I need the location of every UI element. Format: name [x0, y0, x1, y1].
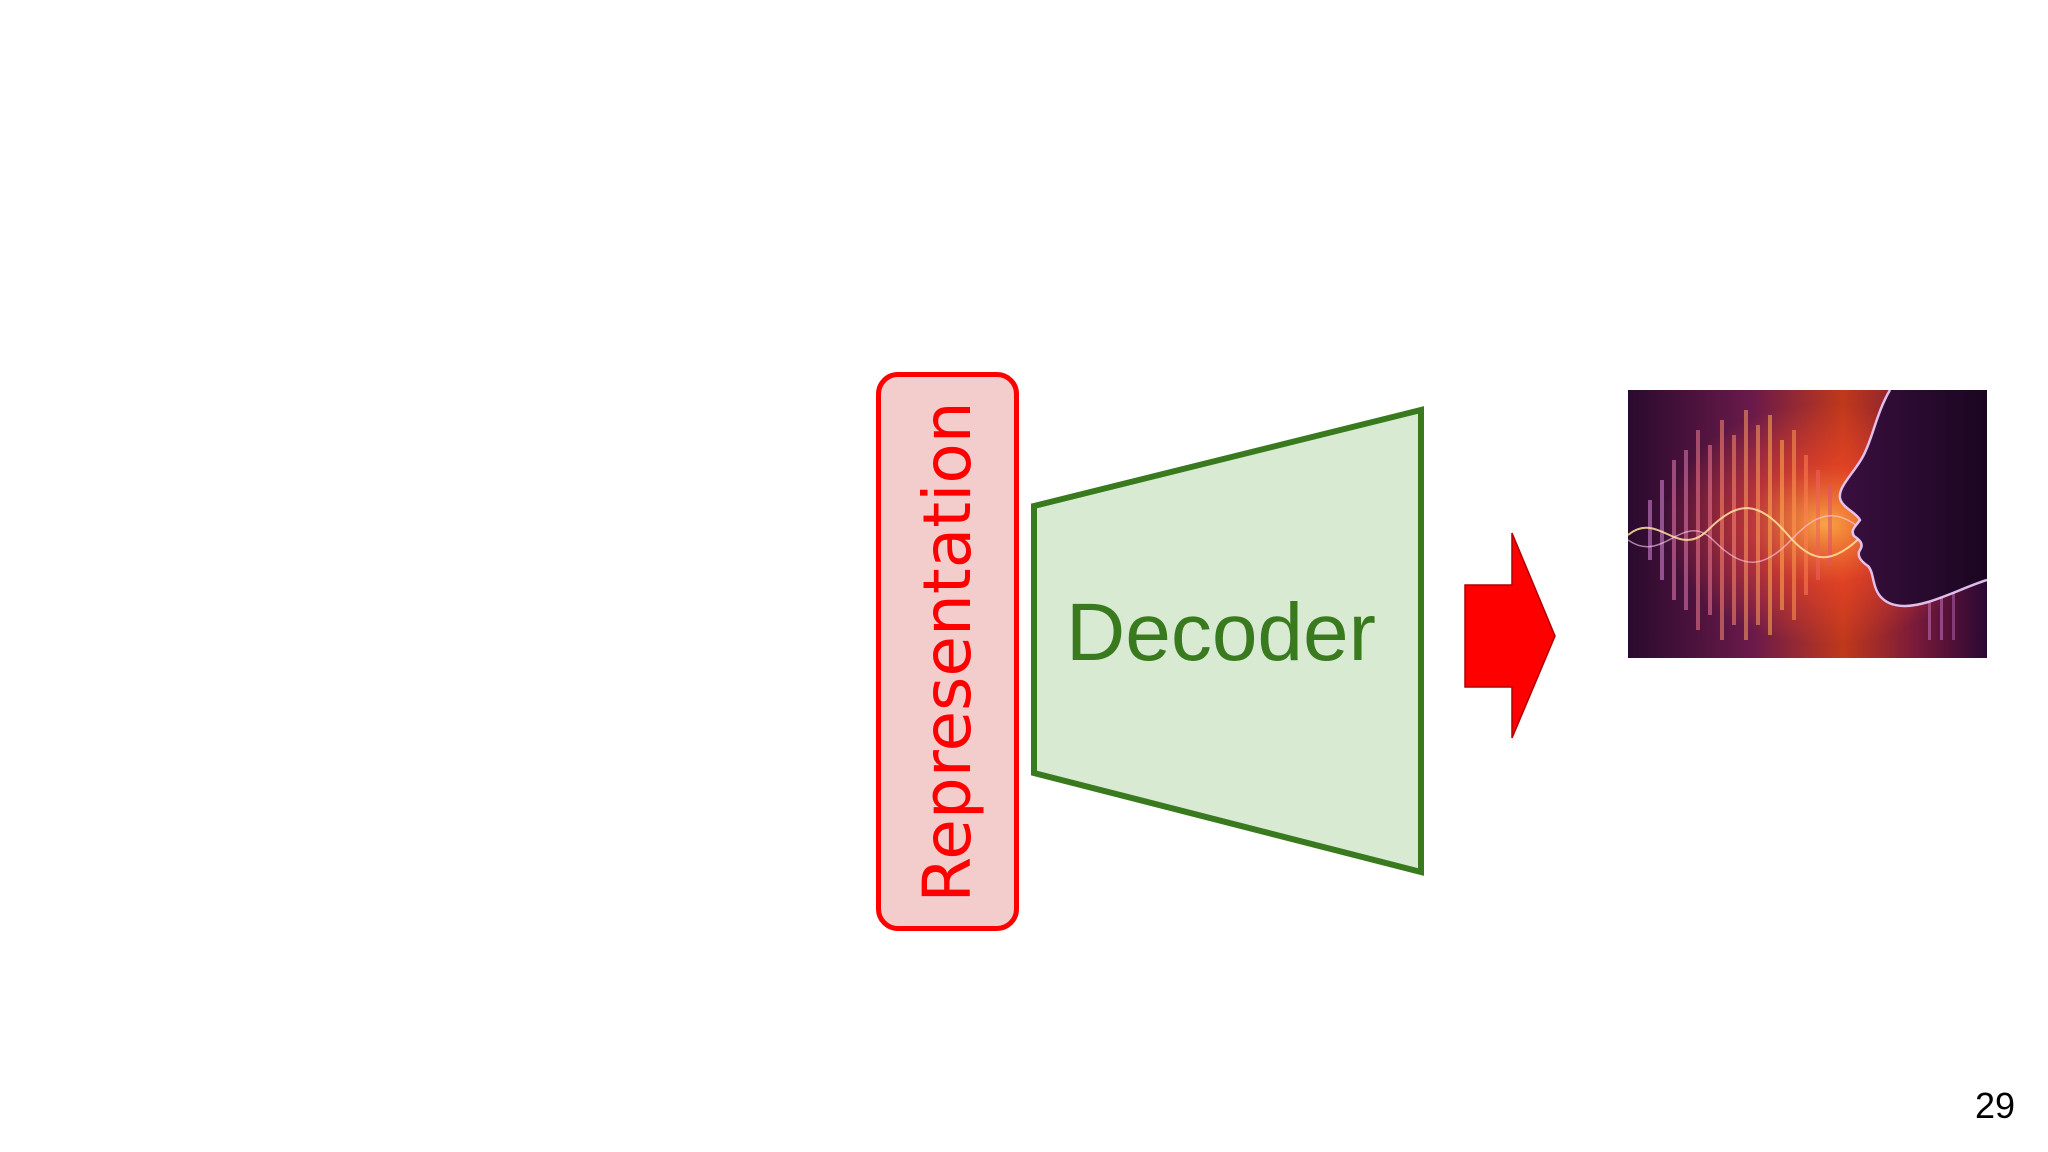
representation-box: Representation [876, 372, 1019, 931]
representation-label: Representation [908, 400, 986, 903]
decoder-shape [1031, 406, 1424, 876]
decoder-label: Decoder [1066, 587, 1376, 678]
audio-waveform [1628, 748, 1988, 862]
voice-face-image [1628, 390, 1987, 658]
page-number: 29 [1975, 1085, 2016, 1126]
output-arrow-icon [1464, 532, 1556, 739]
